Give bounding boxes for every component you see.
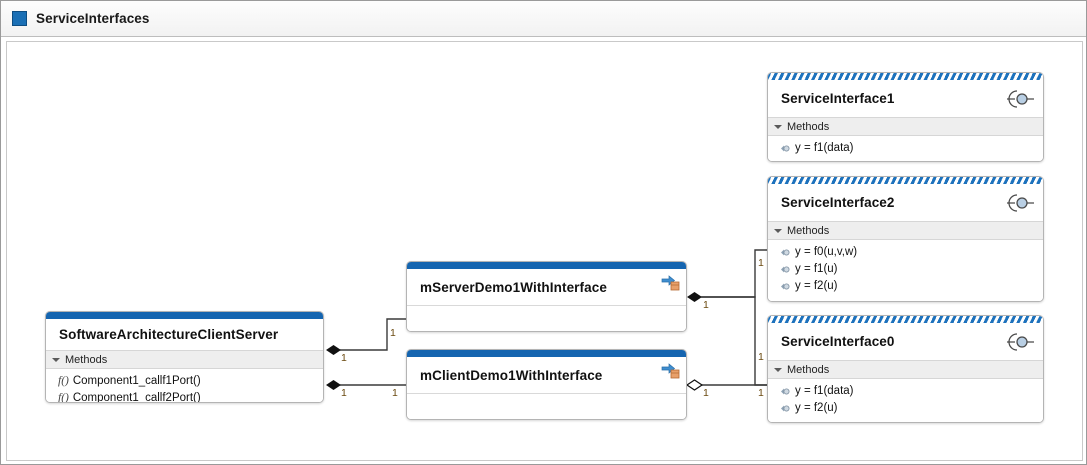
- window-title-bar: ServiceInterfaces: [1, 1, 1086, 37]
- multiplicity-label: 1: [392, 387, 398, 399]
- list-item[interactable]: y = f2(u): [768, 278, 1043, 295]
- block-title: ServiceInterface1: [781, 91, 895, 106]
- model-reference-icon: [661, 363, 680, 379]
- block-serviceinterface2[interactable]: ServiceInterface2 Methods: [767, 176, 1044, 302]
- model-reference-icon: [661, 275, 680, 291]
- list-item[interactable]: y = f1(data): [768, 140, 1043, 157]
- block-body: [407, 305, 686, 331]
- page-title: ServiceInterfaces: [36, 11, 150, 26]
- method-label: y = f0(u,v,w): [795, 245, 858, 258]
- methods-section-header[interactable]: Methods: [768, 117, 1043, 136]
- list-item[interactable]: f() Component1_callf2Port(): [46, 390, 323, 403]
- method-label: y = f1(data): [795, 141, 854, 154]
- multiplicity-label: 1: [758, 257, 764, 269]
- block-header: ServiceInterface0: [768, 323, 1043, 360]
- methods-list: f() Component1_callf1Port() f() Componen…: [46, 369, 323, 403]
- block-accent-bar: [768, 177, 1043, 184]
- method-label: y = f2(u): [795, 401, 838, 414]
- provided-interface-icon: [1007, 332, 1034, 351]
- block-accent-bar: [768, 73, 1043, 80]
- methods-section-label: Methods: [787, 363, 830, 376]
- multiplicity-label: 1: [758, 387, 764, 399]
- operation-icon: [781, 249, 790, 256]
- multiplicity-label: 1: [758, 351, 764, 363]
- function-icon: f(): [58, 391, 69, 403]
- list-item[interactable]: y = f0(u,v,w): [768, 244, 1043, 261]
- operation-icon: [781, 405, 790, 412]
- block-header: ServiceInterface2: [768, 184, 1043, 221]
- operation-icon: [781, 388, 790, 395]
- method-label: Component1_callf2Port(): [72, 391, 201, 403]
- operation-icon: [781, 266, 790, 273]
- list-item[interactable]: y = f1(data): [768, 383, 1043, 400]
- block-title: mClientDemo1WithInterface: [420, 367, 603, 383]
- block-accent-bar: [768, 316, 1043, 323]
- block-header: ServiceInterface1: [768, 80, 1043, 117]
- blue-square-icon: [12, 11, 27, 26]
- methods-section-label: Methods: [787, 224, 830, 237]
- methods-list: y = f0(u,v,w) y = f1(u) y = f2(u): [768, 240, 1043, 301]
- chevron-down-icon[interactable]: [52, 357, 60, 362]
- list-item[interactable]: f() Component1_callf1Port(): [46, 373, 323, 390]
- methods-list: y = f1(data) y = f2(u): [768, 379, 1043, 422]
- block-title: ServiceInterface0: [781, 334, 895, 349]
- multiplicity-label: 1: [703, 387, 709, 399]
- block-title: mServerDemo1WithInterface: [420, 279, 607, 295]
- method-label: Component1_callf1Port(): [72, 374, 201, 387]
- block-title: SoftwareArchitectureClientServer: [59, 327, 279, 342]
- chevron-down-icon[interactable]: [774, 124, 782, 129]
- list-item[interactable]: y = f1(u): [768, 261, 1043, 278]
- methods-section-label: Methods: [787, 120, 830, 133]
- multiplicity-label: 1: [341, 352, 347, 364]
- block-software-architecture-client-server[interactable]: SoftwareArchitectureClientServer Methods…: [45, 311, 324, 403]
- list-item[interactable]: y = f2(u): [768, 400, 1043, 417]
- chevron-down-icon[interactable]: [774, 367, 782, 372]
- block-header: mServerDemo1WithInterface: [407, 269, 686, 305]
- multiplicity-label: 1: [390, 327, 396, 339]
- operation-icon: [781, 145, 790, 152]
- block-serviceinterface1[interactable]: ServiceInterface1 Methods: [767, 72, 1044, 162]
- block-accent-bar: [407, 350, 686, 357]
- block-header: mClientDemo1WithInterface: [407, 357, 686, 393]
- block-accent-bar: [407, 262, 686, 269]
- block-title: ServiceInterface2: [781, 195, 895, 210]
- block-accent-bar: [46, 312, 323, 319]
- method-label: y = f1(u): [795, 262, 838, 275]
- multiplicity-label: 1: [703, 299, 709, 311]
- methods-section-header[interactable]: Methods: [46, 350, 323, 369]
- multiplicity-label: 1: [341, 387, 347, 399]
- provided-interface-icon: [1007, 89, 1034, 108]
- methods-list: y = f1(data): [768, 136, 1043, 161]
- methods-section-header[interactable]: Methods: [768, 360, 1043, 379]
- operation-icon: [781, 283, 790, 290]
- provided-interface-icon: [1007, 193, 1034, 212]
- block-serviceinterface0[interactable]: ServiceInterface0 Methods: [767, 315, 1044, 423]
- block-mclientdemo1withinterface[interactable]: mClientDemo1WithInterface: [406, 349, 687, 420]
- chevron-down-icon[interactable]: [774, 228, 782, 233]
- block-body: [407, 393, 686, 419]
- function-icon: f(): [58, 374, 69, 387]
- method-label: y = f1(data): [795, 384, 854, 397]
- method-label: y = f2(u): [795, 279, 838, 292]
- methods-section-header[interactable]: Methods: [768, 221, 1043, 240]
- methods-section-label: Methods: [65, 353, 108, 366]
- block-mserverdemo1withinterface[interactable]: mServerDemo1WithInterface: [406, 261, 687, 332]
- diagram-canvas[interactable]: 1 1 1 1 1 1 1 1 1 SoftwareArchitectureCl…: [6, 41, 1083, 461]
- block-header: SoftwareArchitectureClientServer: [46, 319, 323, 350]
